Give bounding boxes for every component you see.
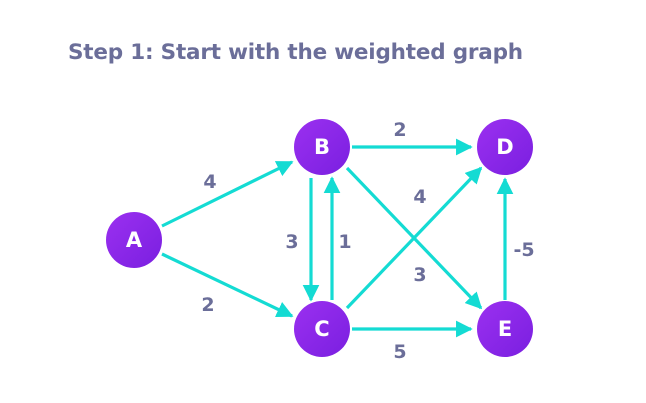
- graph-node-d[interactable]: D: [477, 119, 533, 175]
- graph-node-c[interactable]: C: [294, 301, 350, 357]
- edge-c-d: [345, 166, 483, 310]
- edge-weight-b-c: 3: [285, 231, 298, 253]
- page-title: Step 1: Start with the weighted graph: [68, 40, 523, 65]
- edge-weights-layer: 4 2 2 3 1 3 4 5 -5: [201, 119, 534, 363]
- graph-node-b-label: B: [314, 135, 330, 159]
- edge-weight-c-d: 4: [413, 186, 426, 208]
- graph-node-d-label: D: [496, 135, 513, 159]
- edge-weight-c-e: 5: [393, 341, 406, 363]
- edge-weight-a-b: 4: [203, 171, 216, 193]
- graph-node-e-label: E: [498, 317, 512, 341]
- nodes-layer: A B C D E: [106, 119, 533, 357]
- edge-a-b: [161, 160, 294, 228]
- graph-node-b[interactable]: B: [294, 119, 350, 175]
- edge-weight-c-b: 1: [338, 231, 351, 253]
- edge-a-c: [161, 252, 294, 318]
- graph-node-a-label: A: [126, 228, 143, 252]
- edge-weight-b-e: 3: [413, 264, 426, 286]
- edge-weight-b-d: 2: [393, 119, 406, 141]
- graph-node-a[interactable]: A: [106, 212, 162, 268]
- edge-weight-a-c: 2: [201, 294, 214, 316]
- edges-layer: [161, 138, 514, 338]
- graph-node-e[interactable]: E: [477, 301, 533, 357]
- graph-node-c-label: C: [314, 317, 329, 341]
- edge-weight-e-d: -5: [513, 239, 534, 261]
